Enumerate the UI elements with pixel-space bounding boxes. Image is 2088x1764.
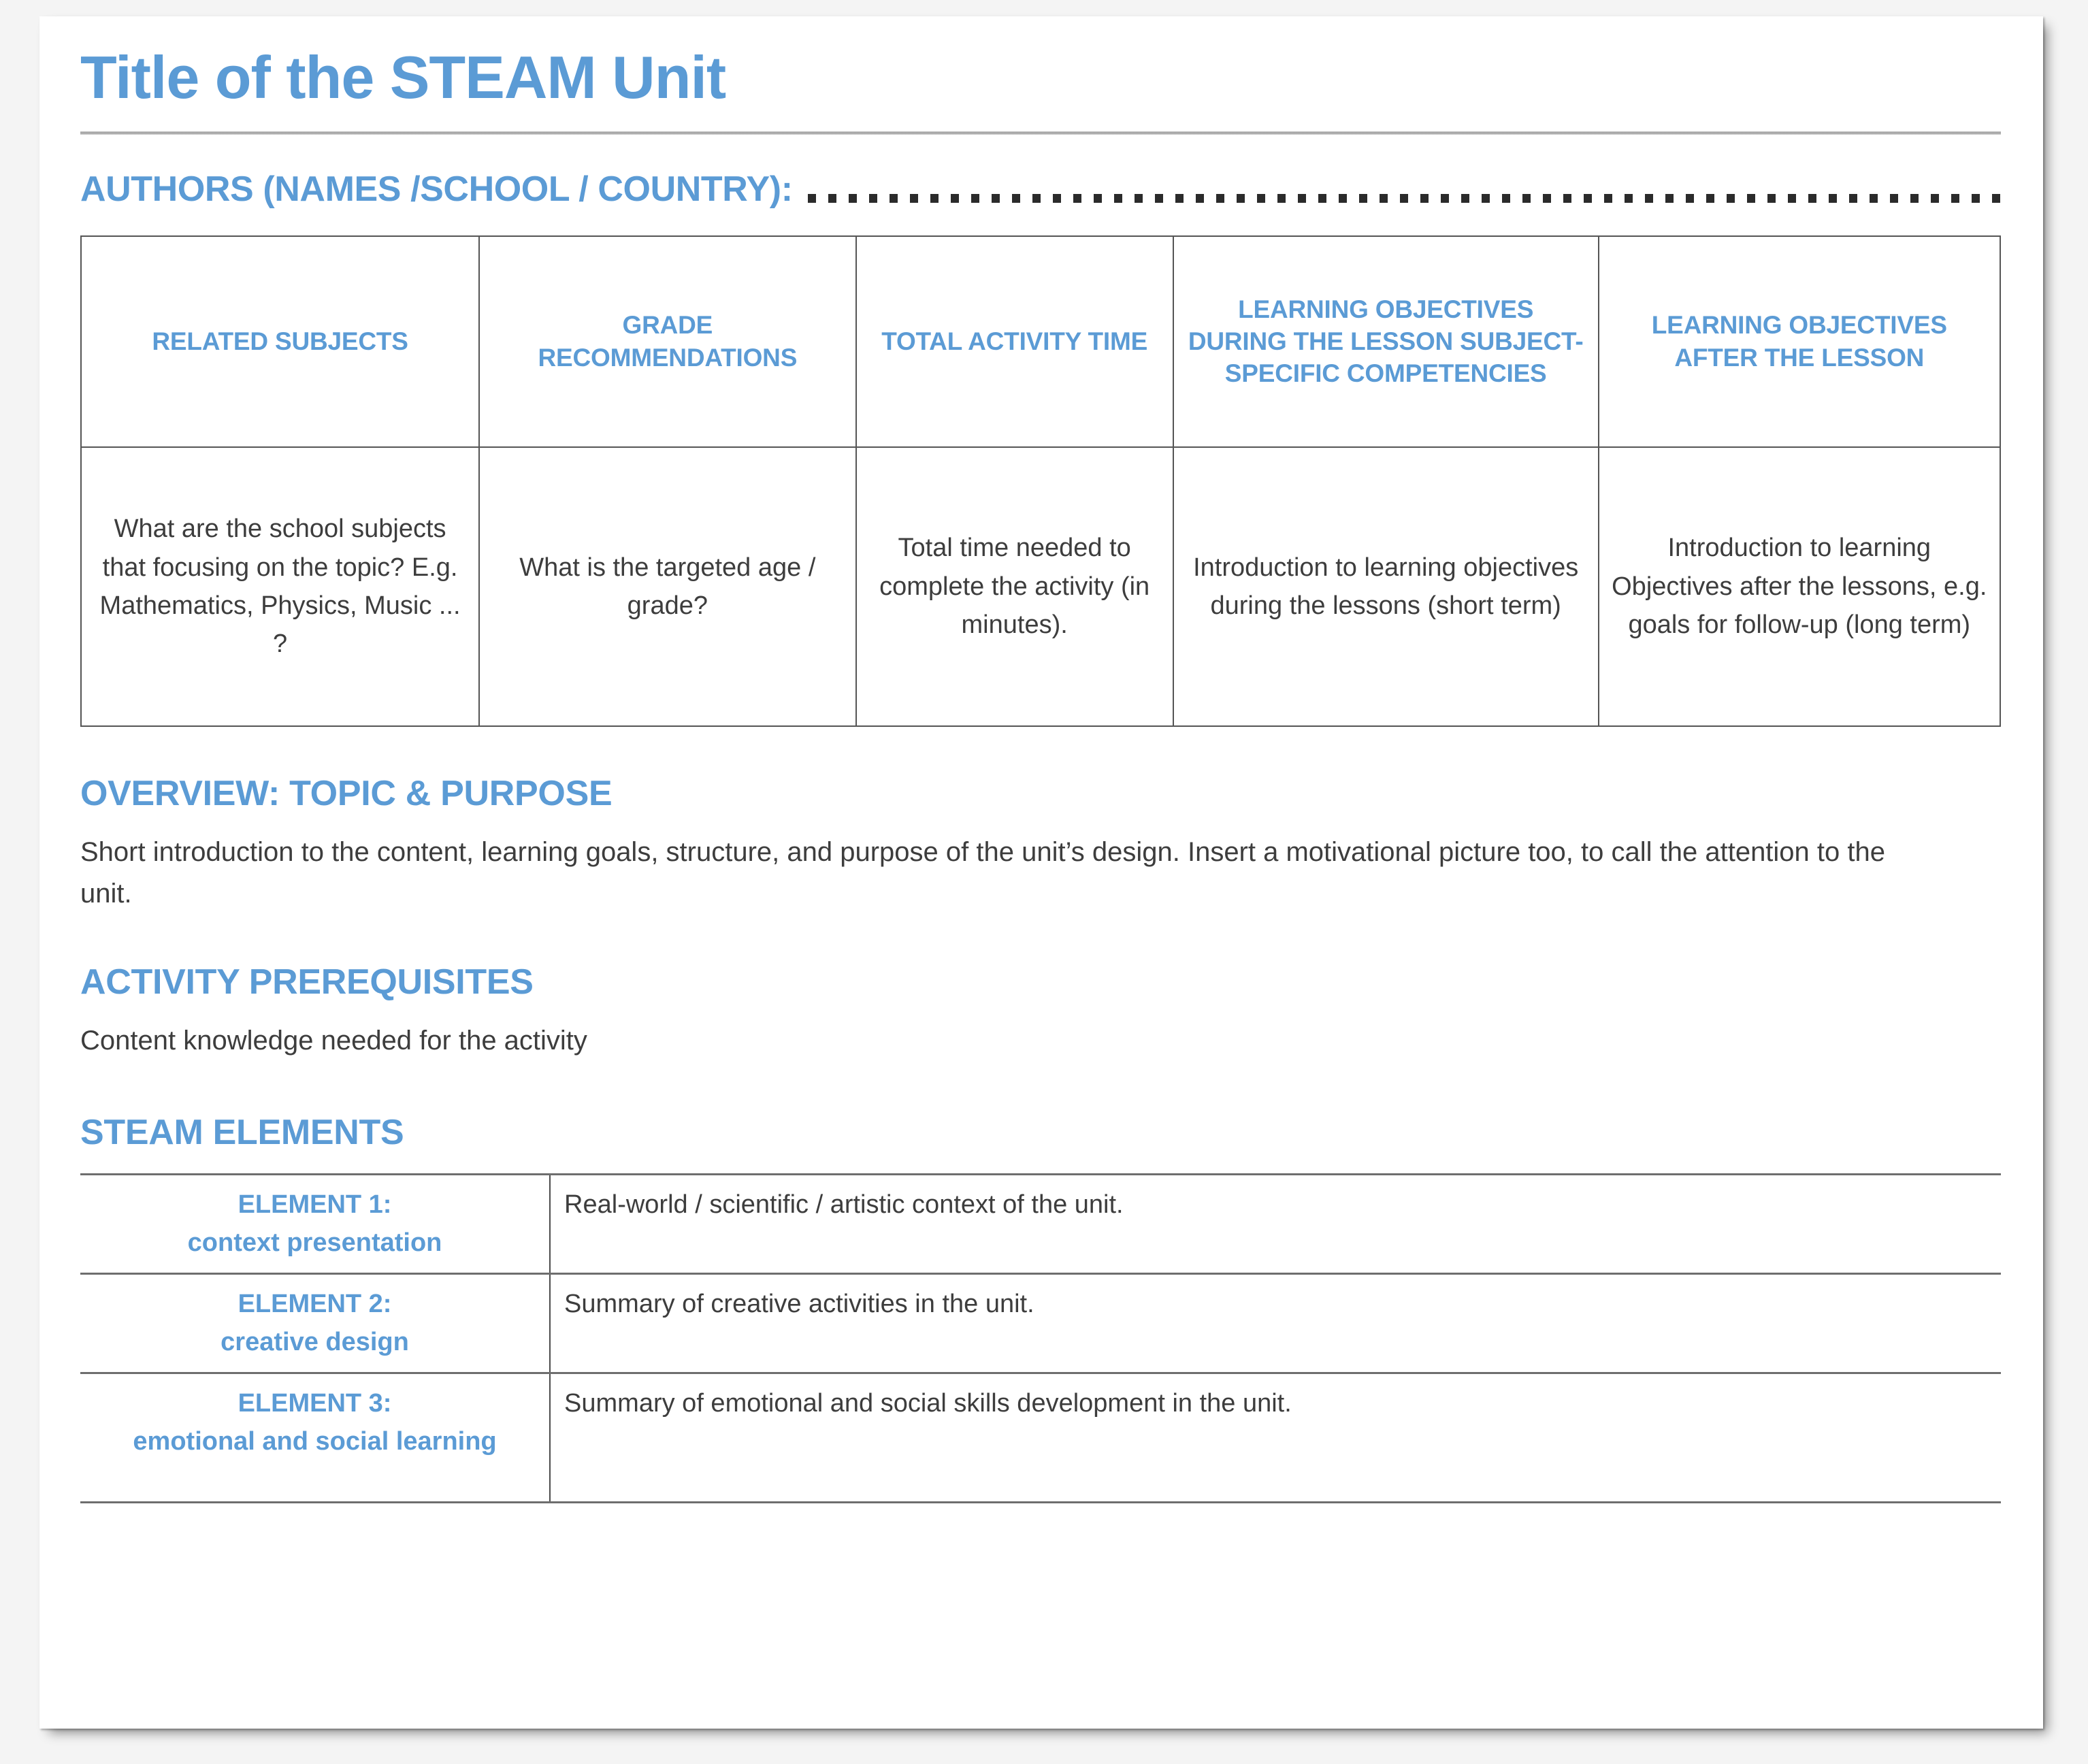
steam-element-3-title: ELEMENT 3: — [238, 1389, 392, 1418]
cell-total-activity-time[interactable]: Total time needed to complete the activi… — [855, 446, 1174, 727]
table-row: ELEMENT 3: emotional and social learning… — [80, 1372, 2001, 1504]
header-related-subjects: RELATED SUBJECTS — [80, 235, 480, 448]
table-row: ELEMENT 2: creative design Summary of cr… — [80, 1273, 2001, 1375]
unit-info-table: RELATED SUBJECTS GRADE RECOMMENDATIONS T… — [80, 235, 2002, 727]
cell-grade-recommendations[interactable]: What is the targeted age / grade? — [478, 446, 857, 727]
steam-element-2-subtitle: creative design — [221, 1327, 409, 1356]
steam-elements-heading: STEAM ELEMENTS — [80, 1113, 404, 1153]
prerequisites-heading: ACTIVITY PREREQUISITES — [80, 962, 534, 1002]
steam-element-3-description[interactable]: Summary of emotional and social skills d… — [550, 1372, 2001, 1504]
steam-element-3-subtitle: emotional and social learning — [133, 1426, 497, 1456]
table-row: What are the school subjects that focusi… — [80, 446, 2002, 727]
steam-element-2-title: ELEMENT 2: — [238, 1290, 392, 1319]
header-total-activity-time: TOTAL ACTIVITY TIME — [855, 235, 1174, 448]
cell-objectives-after[interactable]: Introduction to learning Objectives afte… — [1597, 446, 2002, 727]
prerequisites-body[interactable]: Content knowledge needed for the activit… — [80, 1026, 587, 1056]
authors-dotted-leader[interactable] — [807, 187, 2001, 204]
steam-element-1-title: ELEMENT 1: — [238, 1190, 392, 1220]
authors-label: AUTHORS (NAMES /SCHOOL / COUNTRY): — [80, 169, 793, 209]
overview-body[interactable]: Short introduction to the content, learn… — [80, 836, 1885, 909]
table-row: ELEMENT 1: context presentation Real-wor… — [80, 1173, 2001, 1275]
steam-element-2-description[interactable]: Summary of creative activities in the un… — [550, 1273, 2001, 1375]
table-header-row: RELATED SUBJECTS GRADE RECOMMENDATIONS T… — [80, 235, 2002, 448]
cell-objectives-during[interactable]: Introduction to learning objectives duri… — [1172, 446, 1599, 727]
page-content: Title of the STEAM Unit AUTHORS (NAMES /… — [39, 16, 2043, 1729]
steam-elements-table: ELEMENT 1: context presentation Real-wor… — [80, 1173, 2001, 1504]
header-grade-recommendations: GRADE RECOMMENDATIONS — [478, 235, 857, 448]
steam-element-2-label: ELEMENT 2: creative design — [80, 1273, 551, 1375]
document-page: Title of the STEAM Unit AUTHORS (NAMES /… — [39, 16, 2043, 1729]
header-learning-objectives-during: LEARNING OBJECTIVES DURING THE LESSON SU… — [1172, 235, 1599, 448]
steam-element-1-subtitle: context presentation — [187, 1228, 442, 1257]
cell-related-subjects[interactable]: What are the school subjects that focusi… — [80, 446, 480, 727]
steam-element-1-label: ELEMENT 1: context presentation — [80, 1173, 551, 1275]
steam-element-3-label: ELEMENT 3: emotional and social learning — [80, 1372, 551, 1504]
authors-row: AUTHORS (NAMES /SCHOOL / COUNTRY): — [80, 172, 2001, 207]
overview-heading: OVERVIEW: TOPIC & PURPOSE — [80, 773, 613, 813]
header-learning-objectives-after: LEARNING OBJECTIVES AFTER THE LESSON — [1597, 235, 2002, 448]
steam-element-1-description[interactable]: Real-world / scientific / artistic conte… — [550, 1173, 2001, 1275]
title-divider — [80, 131, 2001, 135]
page-title: Title of the STEAM Unit — [80, 44, 726, 111]
